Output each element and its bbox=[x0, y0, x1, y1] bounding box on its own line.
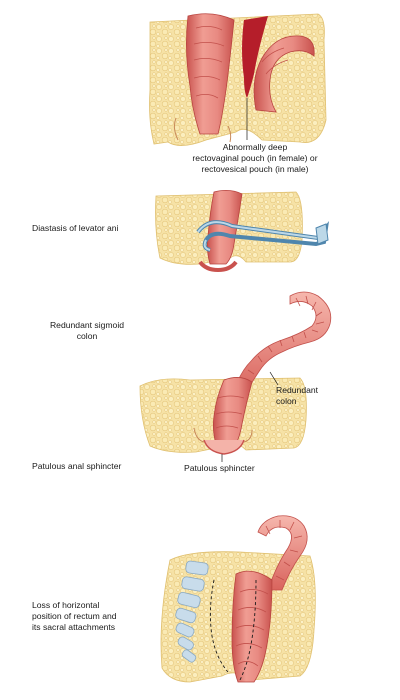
retractor-tip bbox=[315, 223, 329, 245]
fat-tissue-block bbox=[149, 13, 327, 146]
levator-ani-label: Diastasis of levator ani bbox=[32, 223, 119, 233]
redundant-colon-label: Redundant colon bbox=[276, 385, 319, 406]
patulous-anal-sphincter-label: Patulous anal sphincter bbox=[32, 461, 122, 471]
rectum-tube bbox=[206, 190, 243, 265]
redundant-colon-callout-line bbox=[269, 371, 279, 386]
patulous-sphincter-opening bbox=[203, 439, 245, 455]
horizontal-rectum-label: Loss of horizontal position of rectum an… bbox=[32, 600, 117, 632]
panel-sacrum-illustration bbox=[160, 515, 316, 683]
rectum-tube bbox=[212, 377, 253, 445]
panel-levator-illustration bbox=[155, 190, 330, 273]
panel-pouch-illustration bbox=[149, 13, 327, 146]
pouch-label: Abnormally deep rectovaginal pouch (in f… bbox=[192, 142, 318, 174]
rectum-tube bbox=[231, 570, 273, 683]
redundant-sigmoid-label: Redundant sigmoid colon bbox=[49, 320, 125, 341]
panel-colon-illustration bbox=[139, 291, 332, 455]
patulous-sphincter-label: Patulous sphincter bbox=[184, 463, 255, 473]
spine-column bbox=[175, 560, 209, 663]
anal-canal bbox=[198, 260, 238, 273]
redundant-colon bbox=[257, 515, 308, 591]
abnormal-pouch bbox=[242, 16, 268, 98]
original-rectum-position bbox=[209, 579, 229, 673]
rectum-tube bbox=[186, 13, 235, 135]
